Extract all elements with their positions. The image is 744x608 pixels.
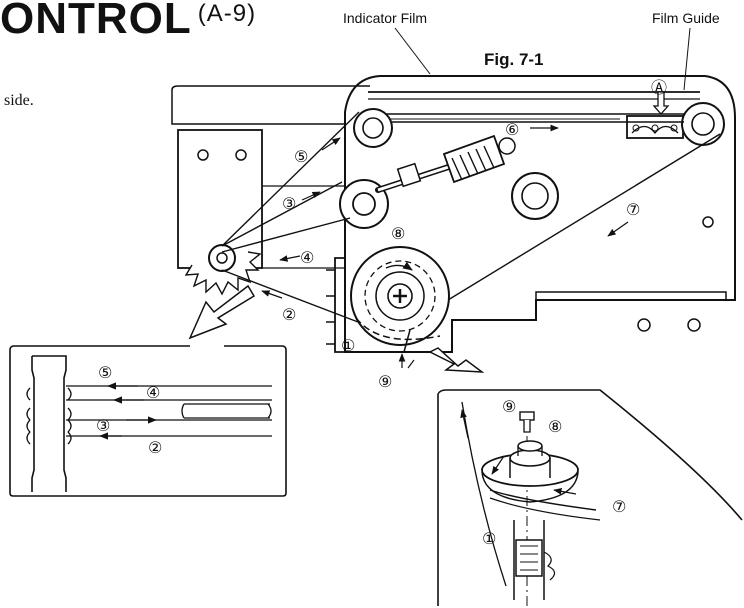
- marker-9: ⑨: [378, 372, 392, 391]
- drive-pulley: [184, 244, 262, 296]
- inset-marker-4: ④: [146, 383, 160, 402]
- right-top-pulley: [681, 102, 725, 146]
- marker-6: ⑥: [505, 120, 519, 139]
- main-plate: [344, 75, 736, 353]
- inset-marker-5: ⑤: [98, 363, 112, 382]
- callout-arrow-right: [428, 347, 485, 373]
- figure-caption: Fig. 7-1: [484, 50, 544, 69]
- shaft-housing: [326, 257, 441, 353]
- label-leaders: [394, 27, 691, 91]
- marker-8: ⑧: [391, 224, 405, 243]
- heading-title: ONTROL: [0, 0, 192, 43]
- inset-marker-7: ⑦: [612, 497, 626, 516]
- motion-arrows: [261, 124, 629, 369]
- inset-marker-2: ②: [148, 438, 162, 457]
- callout-arrow-left: [188, 284, 256, 340]
- marker-2: ②: [282, 305, 296, 324]
- detail-inset-left: [9, 345, 287, 497]
- inset-marker-1: ①: [482, 529, 496, 548]
- tension-spring-rod: [375, 134, 516, 193]
- indicator-film-label: Indicator Film: [343, 10, 428, 26]
- marker-4: ④: [300, 248, 314, 267]
- inset-marker-8: ⑧: [548, 417, 562, 436]
- number-markers: Ⓐ ① ② ③ ④ ⑤ ⑥ ⑦ ⑧ ⑨ ⑤ ④ ③ ② ⑨ ⑧ ⑦ ①: [96, 78, 667, 548]
- indicator-drum: [350, 246, 450, 346]
- indicator-film: [368, 91, 700, 120]
- heading-suffix: (A-9): [197, 0, 257, 27]
- cord-lines: [221, 111, 721, 323]
- center-boss: [511, 172, 559, 220]
- side-note: side.: [4, 92, 34, 109]
- marker-A: Ⓐ: [651, 78, 667, 97]
- left-top-pulley: [353, 108, 393, 148]
- page-heading: ONTROL(A-9): [0, 0, 256, 44]
- detail-inset-right: [437, 389, 743, 606]
- marker-1: ①: [341, 336, 355, 355]
- inset-marker-3: ③: [96, 416, 110, 435]
- marker-7: ⑦: [626, 200, 640, 219]
- marker-5: ⑤: [294, 147, 308, 166]
- film-guide-label: Film Guide: [652, 10, 720, 26]
- back-bracket: [171, 85, 370, 125]
- marker-3: ③: [282, 194, 296, 213]
- inset-marker-9: ⑨: [502, 397, 516, 416]
